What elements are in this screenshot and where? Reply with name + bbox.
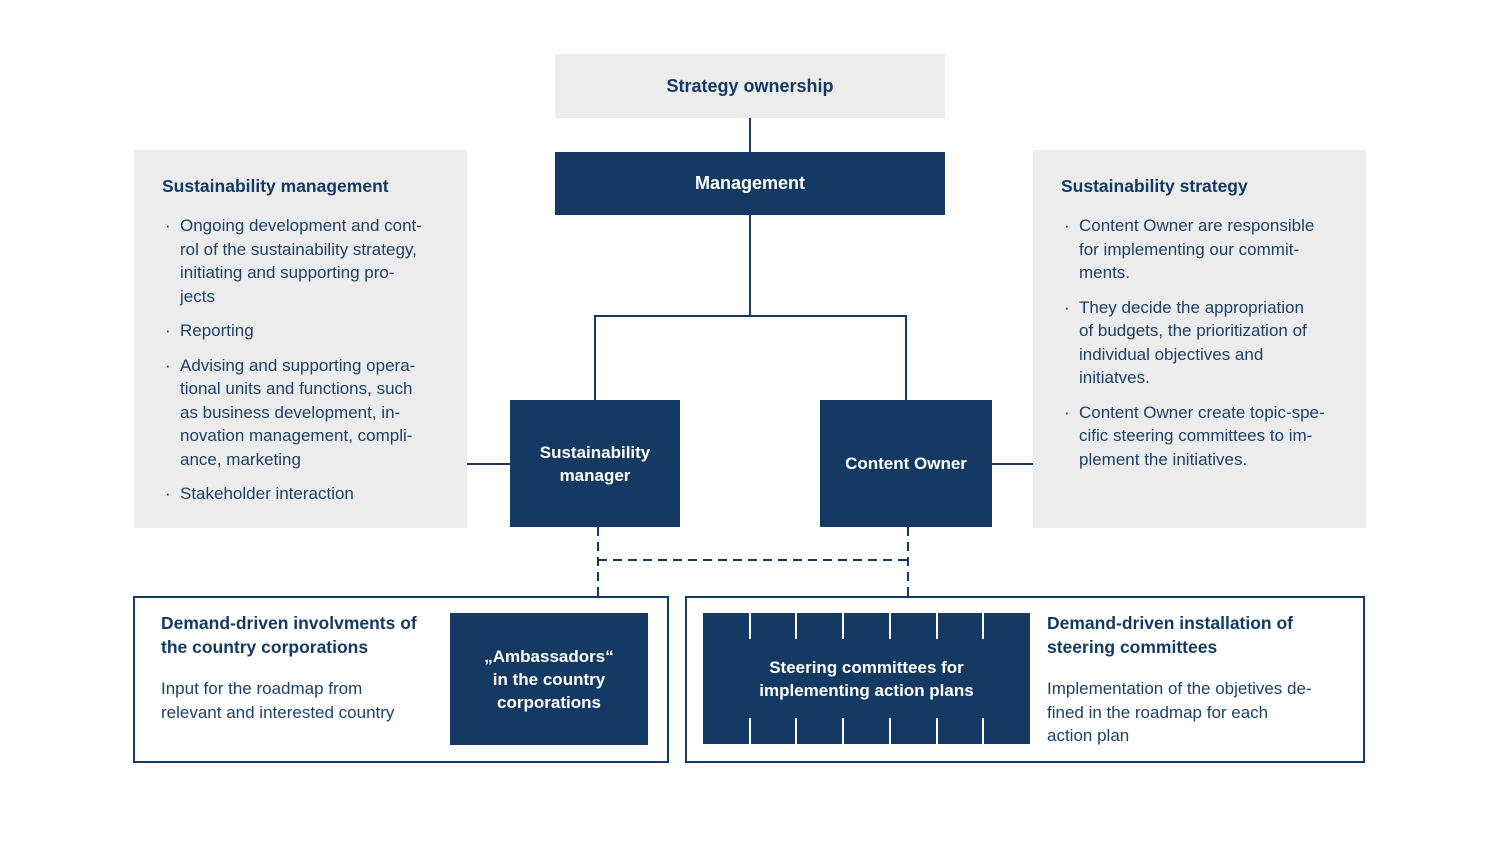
bullet-item: · They decide the appropriation of budget…	[1061, 296, 1346, 390]
ambassadors-box: „Ambassadors“ in the country corporation…	[450, 613, 648, 745]
segment-divider	[982, 718, 985, 744]
segment-divider	[842, 718, 845, 744]
segment-divider	[842, 613, 845, 639]
segment-divider	[795, 613, 798, 639]
steering-committees-label: Steering committees for implementing act…	[759, 657, 974, 700]
bullet-dot: ·	[165, 355, 171, 375]
bullet-dot: ·	[165, 321, 171, 340]
panel-title: Sustainability management	[162, 176, 389, 196]
bullet-dot: ·	[1064, 297, 1070, 317]
country-involvement-title: Demand-driven involvments of the country…	[161, 613, 417, 657]
bullet-dot: ·	[1064, 402, 1070, 422]
bullet-dot: ·	[1064, 216, 1070, 235]
content-owner-label: Content Owner	[845, 454, 967, 473]
steering-installation-title: Demand-driven installation of steering c…	[1047, 613, 1293, 657]
bullet-item: · Content Owner are responsible for imple…	[1061, 214, 1346, 285]
bullet-text: Stakeholder interaction	[180, 484, 354, 503]
steering-installation-box: Steering committees for implementing act…	[685, 596, 1365, 763]
country-involvement-box: Demand-driven involvments of the country…	[133, 596, 669, 763]
segment-divider	[982, 613, 985, 639]
steering-committees-box: Steering committees for implementing act…	[703, 613, 1030, 744]
sustainability-manager-box: Sustainability manager	[510, 400, 680, 527]
steering-installation-body: Implementation of the objetives de- fine…	[1047, 679, 1312, 745]
segment-divider	[748, 718, 751, 744]
segment-divider	[795, 718, 798, 744]
bullet-dot: ·	[165, 484, 171, 503]
connector-elbow-to-middle-boxes	[594, 315, 907, 400]
panel-title: Sustainability strategy	[1061, 176, 1248, 196]
sustainability-management-panel: Sustainability management · Ongoing devel…	[134, 150, 467, 528]
bullet-text: Advising and supporting opera- tional un…	[180, 355, 416, 469]
bullet-item: · Advising and supporting opera- tional u…	[162, 354, 447, 472]
bullet-item: · Stakeholder interaction	[162, 482, 447, 506]
segment-divider	[935, 718, 938, 744]
strategy-ownership-box: Strategy ownership	[555, 54, 945, 118]
bullet-text: Ongoing development and cont- rol of the…	[180, 216, 422, 306]
segment-divider	[888, 613, 891, 639]
bullet-text: Content Owner create topic-spe- cific st…	[1079, 402, 1325, 469]
bullet-text: They decide the appropriation of budgets…	[1079, 297, 1307, 388]
segment-divider	[935, 613, 938, 639]
bullet-item: · Reporting	[162, 319, 447, 343]
segment-divider	[748, 613, 751, 639]
segment-divider	[888, 718, 891, 744]
bullet-dot: ·	[165, 216, 171, 235]
bullet-list: · Ongoing development and cont- rol of th…	[162, 214, 447, 506]
country-involvement-body: Input for the roadmap from relevant and …	[161, 679, 395, 722]
bullet-list: · Content Owner are responsible for imple…	[1061, 214, 1346, 471]
sustainability-manager-label: Sustainability manager	[539, 442, 651, 485]
management-label: Management	[694, 173, 806, 193]
bullet-item: · Content Owner create topic-spe- cific s…	[1061, 401, 1346, 472]
bullet-item: · Ongoing development and cont- rol of th…	[162, 214, 447, 308]
sustainability-strategy-panel: Sustainability strategy · Content Owner a…	[1033, 150, 1366, 528]
strategy-ownership-label: Strategy ownership	[666, 75, 834, 96]
bullet-text: Content Owner are responsible for implem…	[1079, 216, 1315, 282]
content-owner-box: Content Owner	[820, 400, 992, 527]
bullet-text: Reporting	[180, 321, 254, 340]
ambassadors-label: „Ambassadors“ in the country corporation…	[484, 646, 614, 712]
management-box: Management	[555, 152, 945, 215]
